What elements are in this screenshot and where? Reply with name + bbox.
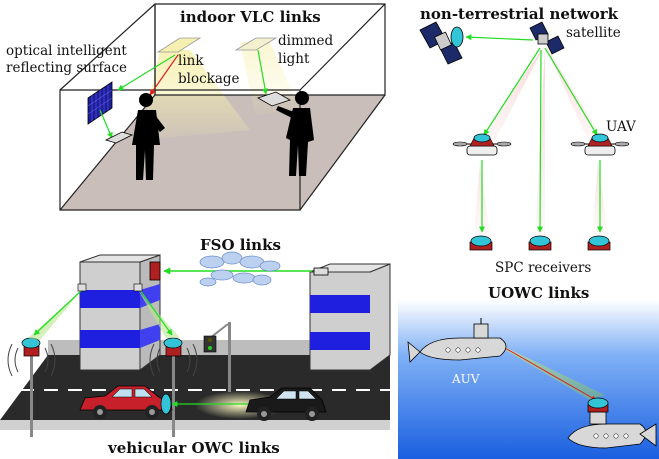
spc-receiver-2-icon xyxy=(528,235,552,251)
receiver-device-icon xyxy=(104,131,134,144)
uav-left-icon xyxy=(452,133,512,156)
vehicular-title: vehicular OWC links xyxy=(107,439,280,457)
beam-sat-uav2 xyxy=(545,45,605,145)
handheld-device-icon xyxy=(257,91,291,107)
ntn-title: non-terrestrial network xyxy=(420,5,619,23)
satellite-main-icon xyxy=(529,21,565,55)
blocked-link xyxy=(149,54,179,96)
indoor-vlc-panel: indoor VLC links optical intelligent ref… xyxy=(6,3,386,211)
link-sat-sat xyxy=(465,34,534,41)
link-building-lamp-center xyxy=(139,289,173,336)
dark-car-icon xyxy=(245,387,327,421)
red-car-icon xyxy=(79,385,173,419)
spc-label: SPC receivers xyxy=(495,260,591,276)
link-sat-spc xyxy=(537,49,544,233)
fso-vehicular-panel: FSO links vehicular OWC links xyxy=(0,236,391,457)
blockage-label-line1: link xyxy=(178,53,204,69)
fso-transceiver-right xyxy=(313,267,329,276)
lamp-post-left xyxy=(7,337,56,437)
traffic-light-icon xyxy=(203,322,231,392)
ceiling-light-icon xyxy=(156,37,202,53)
ntn-panel: non-terrestrial network satellite UAV SP… xyxy=(419,5,636,276)
oirs-label-line1: optical intelligent xyxy=(6,43,127,59)
cloud-icon xyxy=(199,251,281,287)
uav-right-icon xyxy=(570,133,630,156)
beam-sat-uav1 xyxy=(475,45,545,150)
vlc-title: indoor VLC links xyxy=(180,8,321,26)
car-receiver-icon xyxy=(160,393,172,415)
building-left xyxy=(79,254,161,371)
spc-receiver-1-icon xyxy=(469,235,493,251)
dimmed-label-line2: light xyxy=(278,51,310,67)
link-building-lamp-left xyxy=(33,289,83,336)
link-sat-uav1 xyxy=(483,47,541,136)
dimmed-light-icon xyxy=(234,37,278,51)
vlc-link-dimmed xyxy=(257,49,268,95)
satellite-left-icon xyxy=(419,21,464,65)
fso-title: FSO links xyxy=(200,236,281,254)
person-left-icon xyxy=(132,93,165,180)
lamp-post-center xyxy=(149,337,198,437)
vlc-link-to-oirs xyxy=(117,54,176,91)
building-right xyxy=(309,263,391,371)
fso-transceiver-left xyxy=(149,261,161,281)
person-right-icon xyxy=(276,91,314,176)
uowc-panel: UOWC links AUV xyxy=(398,284,659,459)
satellite-label: satellite xyxy=(566,25,621,41)
auv-label: AUV xyxy=(451,372,480,386)
sidewalk-near xyxy=(0,420,390,430)
auv-icon xyxy=(407,318,507,363)
dimmed-label-line1: dimmed xyxy=(278,33,334,49)
blockage-label-line2: blockage xyxy=(178,71,240,87)
oirs-label-line2: reflecting surface xyxy=(6,60,127,76)
submarine-receiver-icon xyxy=(567,397,657,449)
uav-label: UAV xyxy=(606,119,636,135)
oirs-panel-icon xyxy=(87,81,113,125)
spc-receiver-3-icon xyxy=(587,235,611,251)
link-sat-uav2 xyxy=(544,47,598,136)
uowc-title: UOWC links xyxy=(488,284,589,302)
oirs-reflection-link xyxy=(99,109,113,139)
